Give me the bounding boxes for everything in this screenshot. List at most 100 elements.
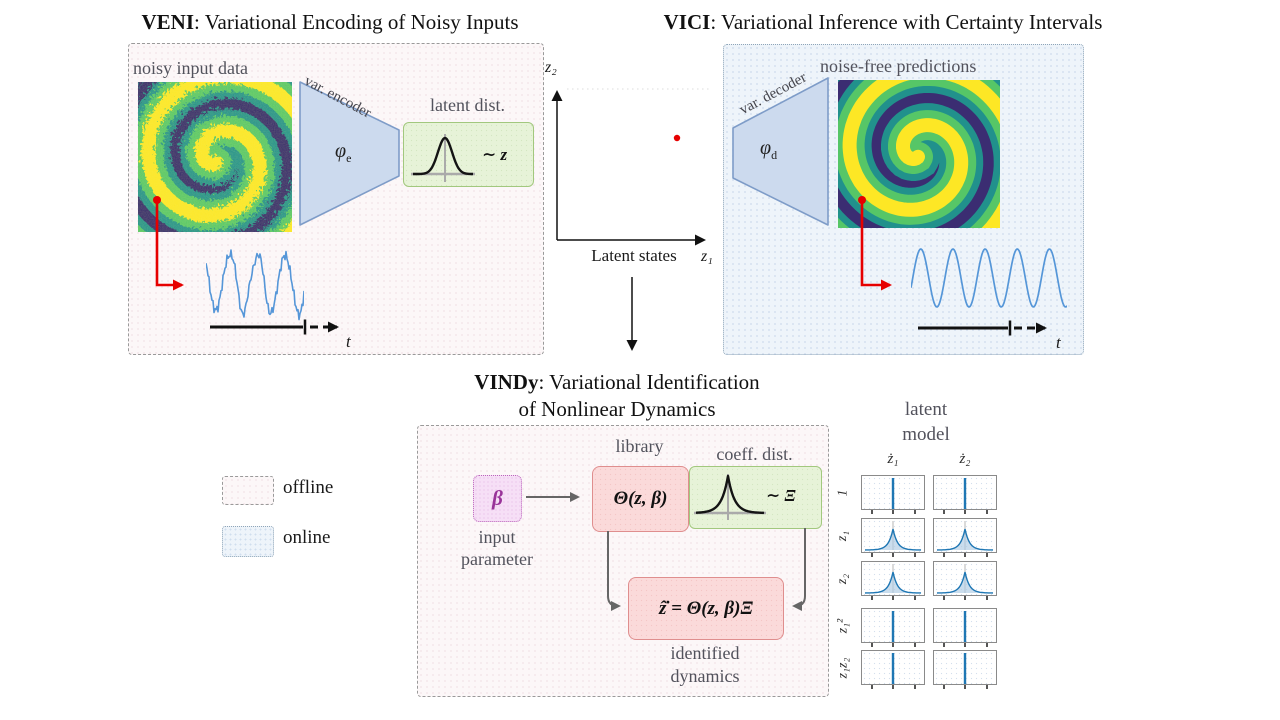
cell-distribution bbox=[963, 611, 967, 642]
latent-model-cell bbox=[933, 608, 997, 643]
cell-axis-tick bbox=[986, 643, 988, 647]
latent-model-col-header: ż₂ bbox=[959, 451, 971, 467]
cell-axis-tick bbox=[914, 553, 916, 557]
cell-axis-tick bbox=[892, 510, 894, 514]
noisy-input-label: noisy input data bbox=[133, 58, 248, 78]
laplace-fill bbox=[865, 572, 921, 593]
latent-model-cell bbox=[861, 561, 925, 596]
offline-legend-swatch bbox=[222, 476, 274, 505]
encoder-symbol: φe bbox=[335, 140, 352, 165]
latent-model-col-header: ż₁ bbox=[887, 451, 899, 467]
cell-axis-tick bbox=[986, 685, 988, 689]
vindy-title-line2: of Nonlinear Dynamics bbox=[518, 397, 716, 421]
latent-model-cell bbox=[933, 561, 997, 596]
veni-title-acronym: VENI bbox=[141, 10, 194, 34]
cell-distribution bbox=[936, 521, 994, 551]
cell-distribution bbox=[963, 478, 967, 509]
veni-title-rest: : Variational Encoding of Noisy Inputs bbox=[194, 10, 519, 34]
identified-dynamics-box: ẑ̇ = Θ(z, β)Ξ bbox=[628, 577, 784, 640]
cell-axis-tick bbox=[914, 685, 916, 689]
laplace-fill bbox=[937, 572, 993, 593]
dist-curve bbox=[695, 474, 765, 515]
latent-model-cell bbox=[861, 518, 925, 553]
latent-model-row-label: z₁² bbox=[834, 618, 850, 633]
vici-title-rest: : Variational Inference with Certainty I… bbox=[710, 10, 1103, 34]
cell-axis-tick bbox=[914, 643, 916, 647]
cell-axis-tick bbox=[986, 510, 988, 514]
library-label: library bbox=[615, 436, 664, 456]
latent-model-cell bbox=[933, 518, 997, 553]
latent-model-cell bbox=[861, 650, 925, 685]
clean-timeseries-plot bbox=[911, 248, 1067, 308]
cell-distribution bbox=[864, 521, 922, 551]
vindy-title-rest: : Variational Identification bbox=[538, 370, 760, 394]
cell-axis-tick bbox=[964, 596, 966, 600]
online-legend-swatch bbox=[222, 526, 274, 557]
cell-axis-tick bbox=[892, 596, 894, 600]
noisy-timeseries-plot bbox=[206, 249, 304, 321]
laplace-distribution bbox=[936, 528, 994, 551]
dist-curve bbox=[412, 136, 474, 176]
cell-axis-tick bbox=[892, 553, 894, 557]
gaussian-curve bbox=[411, 134, 475, 182]
cell-axis-tick bbox=[871, 596, 873, 600]
latent-model-cell bbox=[933, 650, 997, 685]
library-expression: Θ(z, β) bbox=[613, 488, 668, 509]
latent-state-point bbox=[673, 134, 681, 142]
cell-axis-tick bbox=[964, 685, 966, 689]
laplace-fill bbox=[937, 529, 993, 550]
latent-model-cell bbox=[861, 475, 925, 510]
cell-axis-tick bbox=[943, 596, 945, 600]
cell-distribution bbox=[936, 564, 994, 594]
library-box: Θ(z, β) bbox=[592, 466, 689, 532]
cell-axis-tick bbox=[964, 510, 966, 514]
noise-free-label: noise-free predictions bbox=[820, 56, 977, 76]
z2-axis-label: z₂ bbox=[545, 59, 557, 76]
clean-spiral-image bbox=[838, 80, 1000, 228]
noise-speckle-overlay bbox=[138, 82, 292, 232]
vici-title: VICI: Variational Inference with Certain… bbox=[618, 10, 1148, 35]
input-param-label-2: parameter bbox=[461, 549, 533, 569]
latent-sample-expr: ∼ z bbox=[482, 145, 508, 164]
latent-model-row-label: z₁ bbox=[834, 530, 850, 541]
latent-model-row-label: z₁z₂ bbox=[834, 657, 850, 678]
cell-axis-tick bbox=[871, 553, 873, 557]
laplace-distribution bbox=[864, 528, 922, 551]
cell-axis-tick bbox=[964, 643, 966, 647]
spiral-band bbox=[842, 80, 1000, 228]
cell-axis-tick bbox=[892, 685, 894, 689]
latent-dist-label: latent dist. bbox=[430, 95, 505, 115]
decoder-symbol: φd bbox=[760, 137, 778, 162]
noisy-spiral-image bbox=[138, 82, 292, 232]
cell-distribution bbox=[891, 611, 895, 642]
cell-axis-tick bbox=[892, 643, 894, 647]
latent-model-cell bbox=[861, 608, 925, 643]
vici-title-acronym: VICI bbox=[663, 10, 711, 34]
decoder-trapezoid bbox=[732, 77, 829, 226]
coeff-dist-label: coeff. dist. bbox=[716, 444, 793, 464]
veni-title: VENI: Variational Encoding of Noisy Inpu… bbox=[88, 10, 572, 35]
latent-dist-box bbox=[403, 122, 534, 187]
cell-axis-tick bbox=[986, 553, 988, 557]
cell-axis-tick bbox=[914, 596, 916, 600]
latent-model-row-label: 1 bbox=[835, 489, 850, 496]
vindy-title-acronym: VINDy bbox=[474, 370, 539, 394]
cell-axis-tick bbox=[914, 510, 916, 514]
latent-states-label: Latent states bbox=[591, 246, 677, 265]
coeff-dist-box bbox=[689, 466, 822, 529]
cell-axis-tick bbox=[871, 510, 873, 514]
laplace-curve bbox=[694, 474, 766, 520]
latent-model-title-2: model bbox=[902, 424, 950, 445]
laplace-distribution bbox=[936, 571, 994, 594]
input-parameter-box: β bbox=[473, 475, 522, 522]
cell-distribution bbox=[891, 478, 895, 509]
vindy-title-line1: VINDy: Variational Identification bbox=[417, 370, 817, 395]
identified-label-2: dynamics bbox=[670, 666, 740, 686]
cell-distribution bbox=[963, 653, 967, 684]
cell-axis-tick bbox=[943, 510, 945, 514]
encoder-trapezoid bbox=[299, 81, 400, 226]
wave-path bbox=[206, 249, 304, 321]
cell-axis-tick bbox=[943, 643, 945, 647]
veni-time-axis-label: t bbox=[346, 332, 351, 351]
